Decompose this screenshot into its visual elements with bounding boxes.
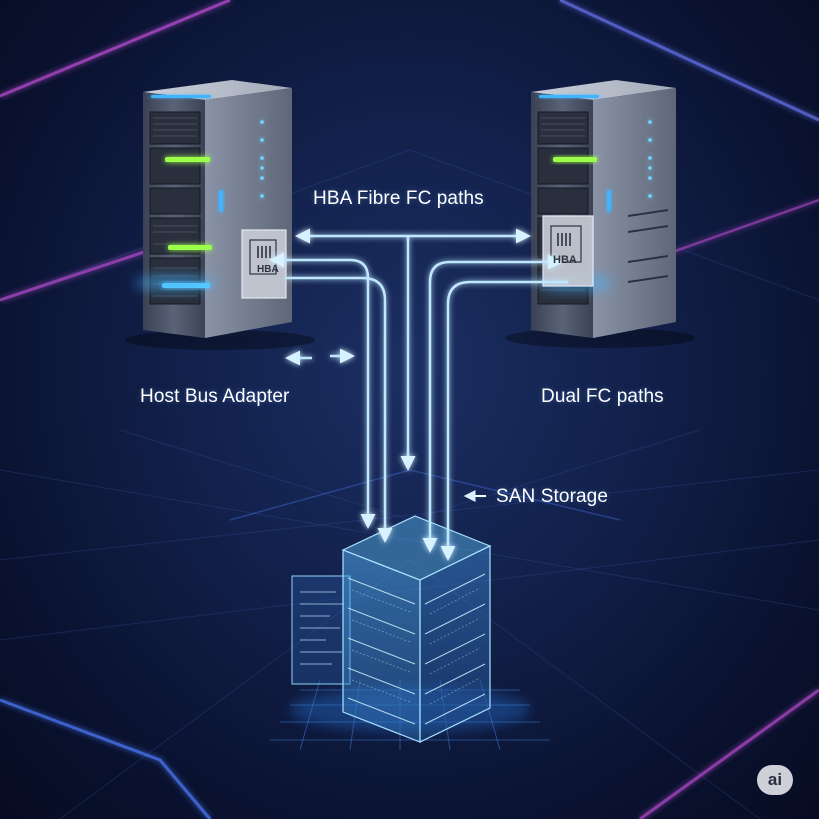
ai-watermark-badge: ai xyxy=(757,765,793,795)
fibre-paths xyxy=(269,228,568,561)
hba-fibre-fc-paths-label: HBA Fibre FC paths xyxy=(313,188,484,209)
hba-card-right-label: HBA xyxy=(553,254,577,266)
right-server-icon xyxy=(505,80,695,348)
left-server-icon xyxy=(125,80,315,350)
hba-card-left-label: HBA xyxy=(257,264,279,275)
hba-card-right-icon xyxy=(542,215,594,287)
floor-grid xyxy=(0,149,819,819)
green-led-strips xyxy=(165,157,212,250)
san-storage-label: SAN Storage xyxy=(496,486,608,507)
host-bus-adapter-label: Host Bus Adapter xyxy=(140,386,290,407)
dual-fc-paths-label: Dual FC paths xyxy=(541,386,664,407)
